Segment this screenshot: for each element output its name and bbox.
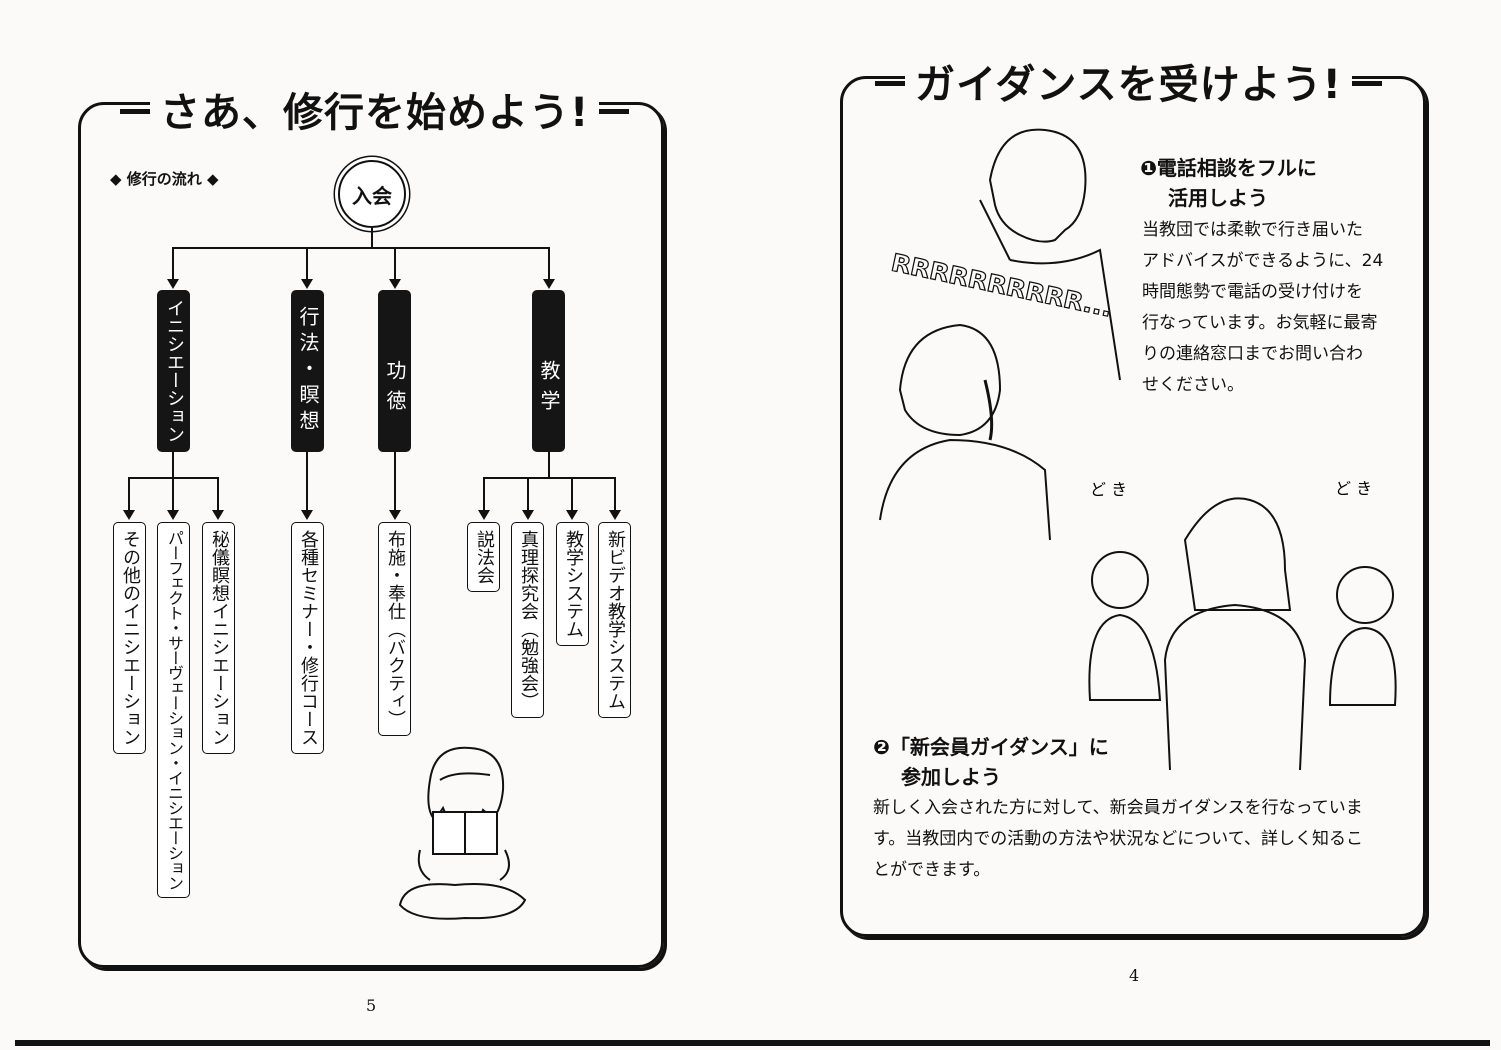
item-other-initiation: その他のイニシエーション xyxy=(113,522,146,754)
arrow-icon xyxy=(167,510,179,520)
connector xyxy=(483,477,485,511)
connector xyxy=(548,452,550,478)
body-line: りの連絡窓口までお問い合わ xyxy=(1142,344,1363,364)
bottom-rule xyxy=(15,1040,1490,1046)
body-line: 時間態勢で電話の受け付けを xyxy=(1142,282,1363,302)
body-line: す。当教団内での活動の方法や状況などについて、詳しく知るこ xyxy=(873,829,1363,849)
connector xyxy=(306,452,308,511)
body-line: 当教団では柔軟で行き届いた xyxy=(1142,220,1363,240)
connector xyxy=(172,452,174,478)
connector xyxy=(571,477,573,511)
body-line: 新しく入会された方に対して、新会員ガイダンスを行なっていま xyxy=(873,798,1363,818)
connector xyxy=(394,247,396,279)
item-secret-meditation-initiation: 秘儀瞑想イニシエーション xyxy=(202,522,235,754)
connector xyxy=(128,477,130,511)
item-truth-study: 真理探究会（勉強会） xyxy=(511,522,544,718)
connector xyxy=(548,247,550,279)
arrow-icon xyxy=(301,510,313,520)
connector xyxy=(483,477,615,479)
section2-body: 新しく入会された方に対して、新会員ガイダンスを行なっていま す。当教団内での活動… xyxy=(873,793,1363,886)
connector xyxy=(217,477,219,511)
body-line: せください。 xyxy=(1142,375,1244,395)
category-merit: 功徳 xyxy=(378,290,411,452)
arrow-icon xyxy=(389,510,401,520)
arrow-icon xyxy=(478,510,490,520)
connector xyxy=(306,247,308,279)
section2-heading-line1: ❷「新会員ガイダンス」に xyxy=(873,735,1109,759)
connector xyxy=(172,247,549,249)
category-practice-meditation: 行法・瞑想 xyxy=(291,290,324,452)
connector xyxy=(614,477,616,511)
arrow-icon xyxy=(566,510,578,520)
section2-heading-line2: 参加しよう xyxy=(901,765,1001,789)
page-number-left: 5 xyxy=(366,996,377,1015)
item-offering-service: 布施・奉仕（バクティ） xyxy=(378,522,411,736)
section2-heading: ❷「新会員ガイダンス」に 参加しよう xyxy=(873,732,1109,792)
guidance-group-illustration: ど き ど き xyxy=(1088,480,1397,770)
body-line: 行なっています。お気軽に最寄 xyxy=(1142,313,1378,333)
arrow-icon xyxy=(543,279,555,289)
connector xyxy=(172,247,174,279)
item-perfect-salvation-initiation: パーフェクト・サーヴェーション・イニシエーション xyxy=(157,522,190,898)
arrow-icon xyxy=(212,510,224,520)
connector xyxy=(394,452,396,511)
section1-heading-line1: ❶電話相談をフルに xyxy=(1140,156,1317,180)
doki-text-1: ど き xyxy=(1090,480,1127,499)
connector xyxy=(172,477,174,511)
flow-label: ◆ 修行の流れ ◆ xyxy=(110,170,219,188)
arrow-icon xyxy=(522,510,534,520)
start-node-join: 入会 xyxy=(338,160,406,228)
arrow-icon xyxy=(167,279,179,289)
section1-body: 当教団では柔軟で行き届いた アドバイスができるように、24 時間態勢で電話の受け… xyxy=(1142,215,1383,401)
item-video-doctrine-system: 新ビデオ教学システム xyxy=(598,522,631,718)
start-node-label: 入会 xyxy=(352,183,392,208)
left-page-title: さあ、修行を始めよう! xyxy=(119,80,630,138)
right-page-title: ガイダンスを受けよう! xyxy=(875,52,1382,110)
page-number-right: 4 xyxy=(1129,966,1140,985)
section1-heading: ❶電話相談をフルに 活用しよう xyxy=(1140,153,1317,213)
body-line: アドバイスができるように、24 xyxy=(1142,251,1384,271)
ring-text: RRRRRRRRRR... xyxy=(889,248,1115,322)
item-doctrine-system: 教学システム xyxy=(556,522,589,646)
arrow-icon xyxy=(123,510,135,520)
phone-call-illustration: RRRRRRRRRR... xyxy=(879,128,1121,541)
arrow-icon xyxy=(301,279,313,289)
body-line: とができます。 xyxy=(873,860,991,880)
arrow-icon xyxy=(609,510,621,520)
category-doctrine: 教学 xyxy=(532,290,565,452)
arrow-icon xyxy=(389,279,401,289)
item-seminars: 各種セミナー・修行コース xyxy=(291,522,324,754)
section1-heading-line2: 活用しよう xyxy=(1168,186,1268,210)
connector xyxy=(371,228,373,248)
connector xyxy=(527,477,529,511)
doki-text-2: ど き xyxy=(1335,480,1372,498)
meditating-girl-illustration xyxy=(398,746,527,920)
category-initiation: イニシエーション xyxy=(157,290,190,452)
item-sermon: 説法会 xyxy=(467,522,500,592)
